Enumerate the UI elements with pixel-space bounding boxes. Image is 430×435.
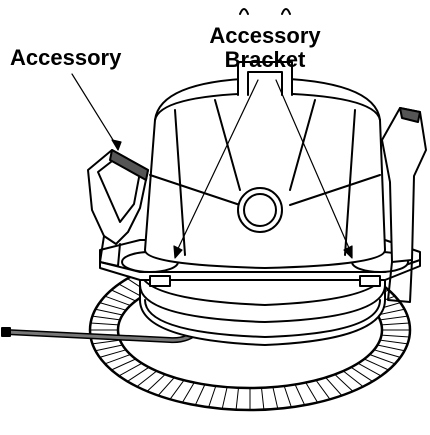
hose-rib — [90, 322, 119, 326]
hose-rib — [181, 382, 195, 403]
hose-rib — [283, 385, 292, 408]
hose-rib — [261, 387, 265, 411]
hose-rib — [272, 386, 279, 410]
hose-rib — [315, 379, 331, 400]
hose-rib — [363, 358, 390, 371]
hose-rib — [110, 358, 137, 371]
hose-rib — [379, 339, 409, 345]
hose-rib — [350, 366, 374, 382]
hose-rib — [91, 315, 121, 321]
hose-rib — [169, 379, 185, 400]
hose-rib — [305, 382, 319, 403]
hose-rib — [325, 377, 343, 396]
hose-rib — [146, 373, 166, 392]
hose-rib — [357, 362, 382, 377]
machine-body-icon — [99, 8, 421, 346]
accessory-bracket-label: Accessory Bracket — [196, 24, 334, 72]
hose-rib — [136, 370, 158, 388]
hose-rib — [99, 302, 127, 311]
hose-rib — [99, 349, 127, 358]
hose-rib — [379, 315, 409, 321]
hose-rib — [91, 339, 121, 345]
hose-rib — [95, 344, 123, 352]
hose-rib — [104, 295, 131, 306]
hose-rib — [373, 349, 401, 358]
accessory-bracket-label-line2: Bracket — [224, 47, 306, 72]
leader-lines — [71, 73, 353, 259]
accessory-tool-icon — [87, 149, 149, 267]
hose-rib — [208, 385, 217, 408]
hose-rib — [118, 362, 143, 377]
hose-rib — [126, 366, 150, 382]
crevice-tool-icon — [381, 107, 427, 303]
hose-rib — [157, 377, 175, 396]
hose-rib — [194, 384, 206, 406]
hose-rib — [381, 334, 410, 338]
hose-rib — [369, 354, 396, 365]
hose-rib — [118, 283, 143, 298]
accessory-bracket-label-line1: Accessory — [209, 23, 321, 48]
hose-rib — [95, 308, 123, 316]
hose-rib — [342, 370, 364, 388]
accessory-label: Accessory — [10, 45, 122, 70]
hose-rib — [294, 384, 306, 406]
hose-rib — [104, 354, 131, 365]
hose-rib — [381, 322, 410, 326]
hose-rib — [334, 373, 354, 392]
hose-rib — [221, 386, 228, 410]
hose-rib — [235, 387, 239, 411]
hose-rib — [377, 344, 405, 352]
hose-rib — [377, 308, 405, 316]
hose-rib — [110, 289, 137, 302]
